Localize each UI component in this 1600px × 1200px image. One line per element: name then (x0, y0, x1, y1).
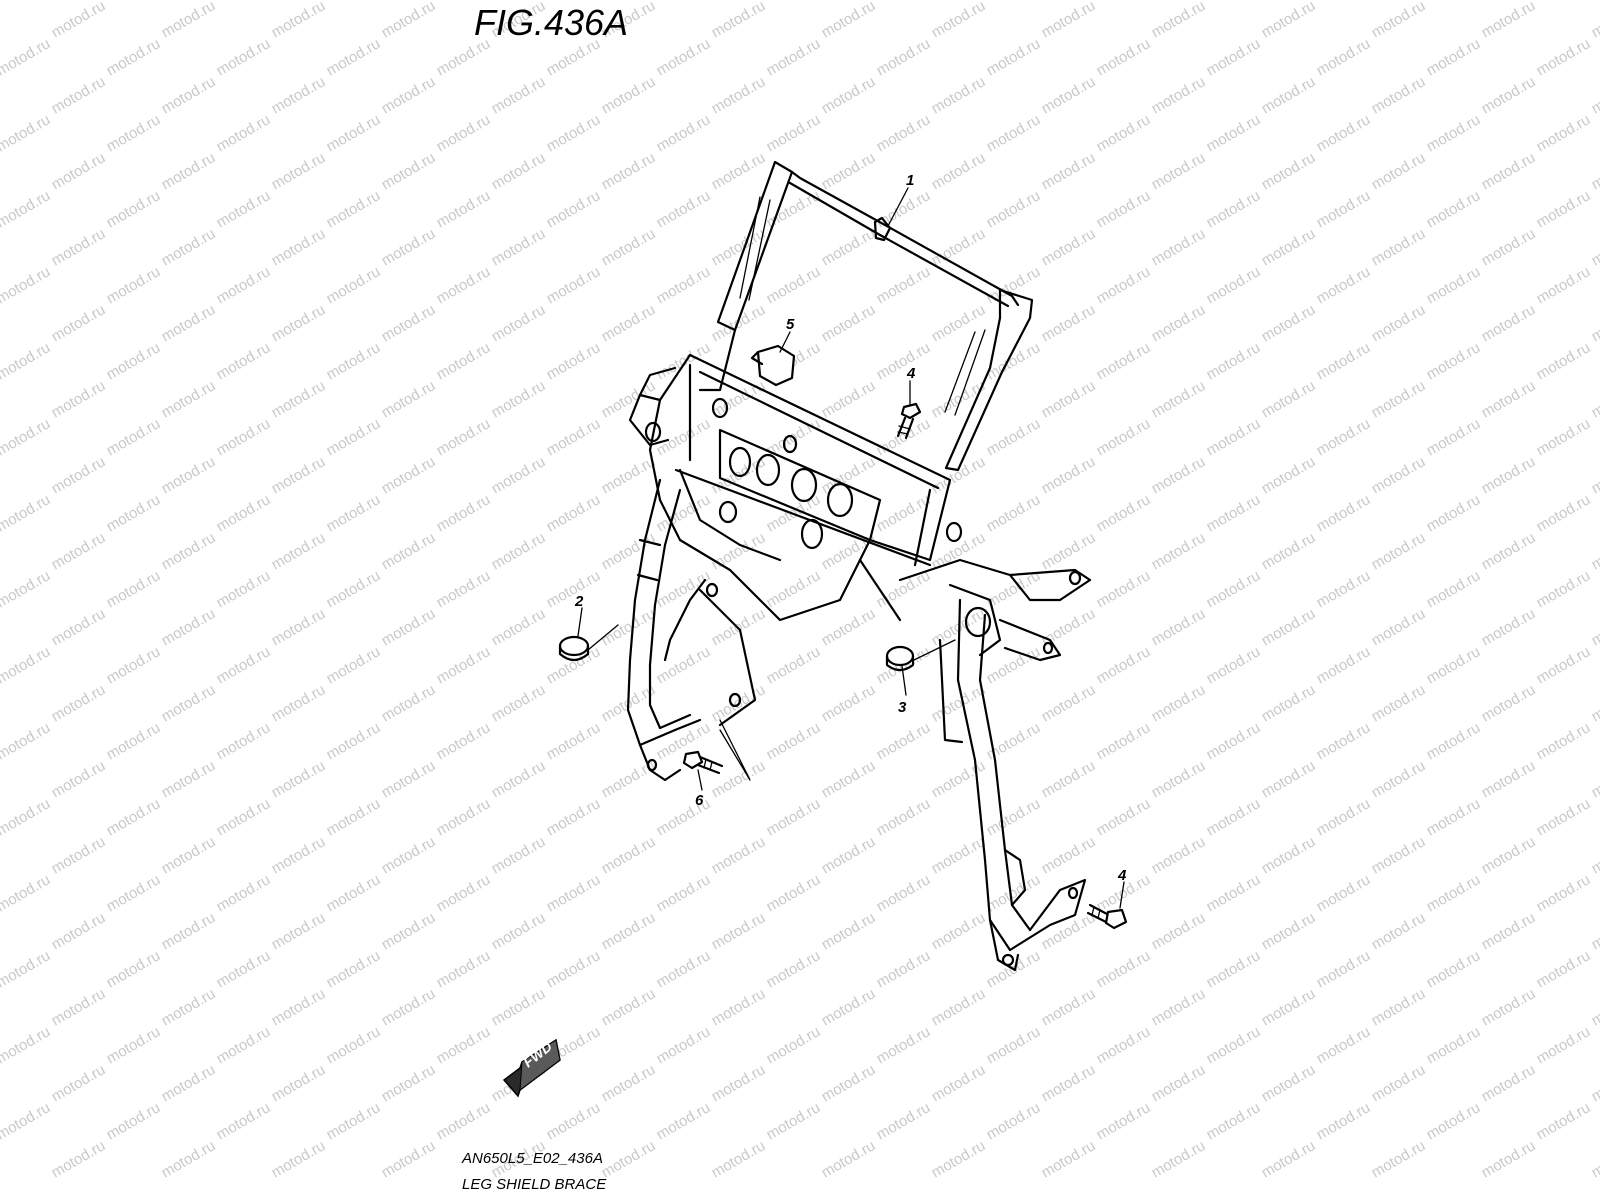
clip-part-5 (750, 344, 796, 387)
grommet-part-3 (885, 639, 956, 672)
bolt-part-6 (682, 750, 724, 775)
callout-4-lower: 4 (1117, 867, 1127, 884)
fwd-arrow-icon: FWD (502, 1038, 561, 1098)
bolt-part-4-upper (896, 402, 922, 440)
main-frame (628, 353, 1092, 662)
upper-frame (698, 160, 1034, 472)
left-lower-tube (626, 478, 757, 782)
leader-lines (577, 187, 1125, 909)
callout-2: 2 (574, 593, 584, 610)
bolt-part-4-lower (1086, 903, 1128, 930)
callout-1: 1 (906, 172, 914, 189)
callout-4-upper: 4 (906, 365, 916, 382)
callout-5: 5 (786, 316, 795, 333)
callout-3: 3 (898, 699, 907, 716)
callout-6: 6 (695, 792, 704, 809)
grommet-part-2 (558, 624, 619, 662)
footer-code: AN650L5_E02_436A (462, 1150, 603, 1167)
right-lower-tube (938, 598, 1087, 972)
footer-caption: LEG SHIELD BRACE (462, 1176, 607, 1193)
figure-title: FIG.436A (474, 2, 629, 43)
